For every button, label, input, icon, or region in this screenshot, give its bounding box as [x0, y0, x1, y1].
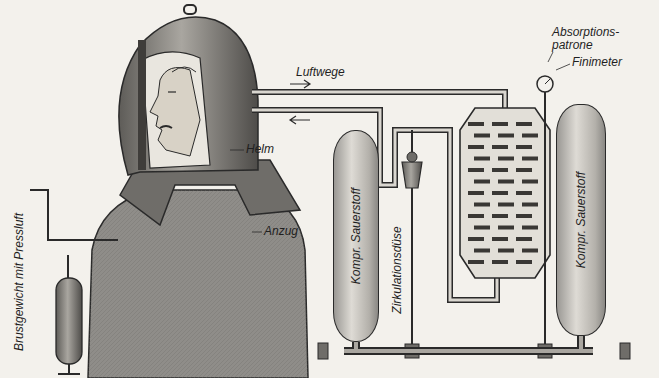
part-label: Absorptions- patrone	[552, 26, 632, 52]
absorption-tray	[474, 226, 490, 230]
absorption-tray	[516, 237, 532, 241]
cylinder-label: Kompr. Sauerstoff	[574, 172, 588, 268]
pipe-label: Luftwege	[296, 66, 345, 79]
absorption-tray	[468, 260, 484, 264]
absorption-tray	[468, 214, 484, 218]
absorption-tray	[516, 191, 532, 195]
absorption-tray	[522, 203, 538, 207]
part-label: Brustgewicht mit Pressluft	[13, 213, 26, 351]
absorption-tray	[498, 157, 514, 161]
absorption-tray	[498, 249, 514, 253]
part-label: Finimeter	[572, 56, 622, 69]
absorption-tray	[516, 168, 532, 172]
absorption-tray	[516, 145, 532, 149]
absorption-tray	[492, 191, 508, 195]
oxygen-cylinder: Kompr. Sauerstoff	[556, 104, 606, 336]
absorption-tray	[468, 122, 484, 126]
manifold-pipe	[344, 336, 593, 351]
absorption-tray	[522, 157, 538, 161]
absorption-tray	[522, 134, 538, 138]
absorption-tray	[498, 226, 514, 230]
absorption-tray	[468, 168, 484, 172]
absorption-tray	[474, 203, 490, 207]
absorption-tray	[516, 260, 532, 264]
part-label: Helm	[246, 143, 274, 156]
absorption-tray	[522, 180, 538, 184]
absorption-tray	[468, 191, 484, 195]
absorption-tray	[474, 134, 490, 138]
absorption-tray	[474, 249, 490, 253]
part-label: Zirkulationsdüse	[391, 226, 404, 313]
absorption-tray	[522, 249, 538, 253]
part-label: Anzug	[264, 225, 298, 238]
absorption-tray	[474, 180, 490, 184]
cylinder-label: Kompr. Sauerstoff	[349, 188, 363, 284]
absorption-tray	[492, 145, 508, 149]
oxygen-cylinder: Kompr. Sauerstoff	[333, 130, 379, 342]
absorption-tray	[516, 214, 532, 218]
absorption-tray	[492, 214, 508, 218]
absorption-tray	[522, 226, 538, 230]
absorption-tray	[498, 203, 514, 207]
absorption-tray	[474, 157, 490, 161]
absorption-tray	[492, 237, 508, 241]
absorption-tray	[492, 260, 508, 264]
absorption-tray	[492, 168, 508, 172]
absorption-tray	[498, 180, 514, 184]
absorption-tray	[468, 237, 484, 241]
absorption-tray	[498, 134, 514, 138]
absorption-tray	[516, 122, 532, 126]
absorption-tray	[468, 145, 484, 149]
absorption-tray	[492, 122, 508, 126]
